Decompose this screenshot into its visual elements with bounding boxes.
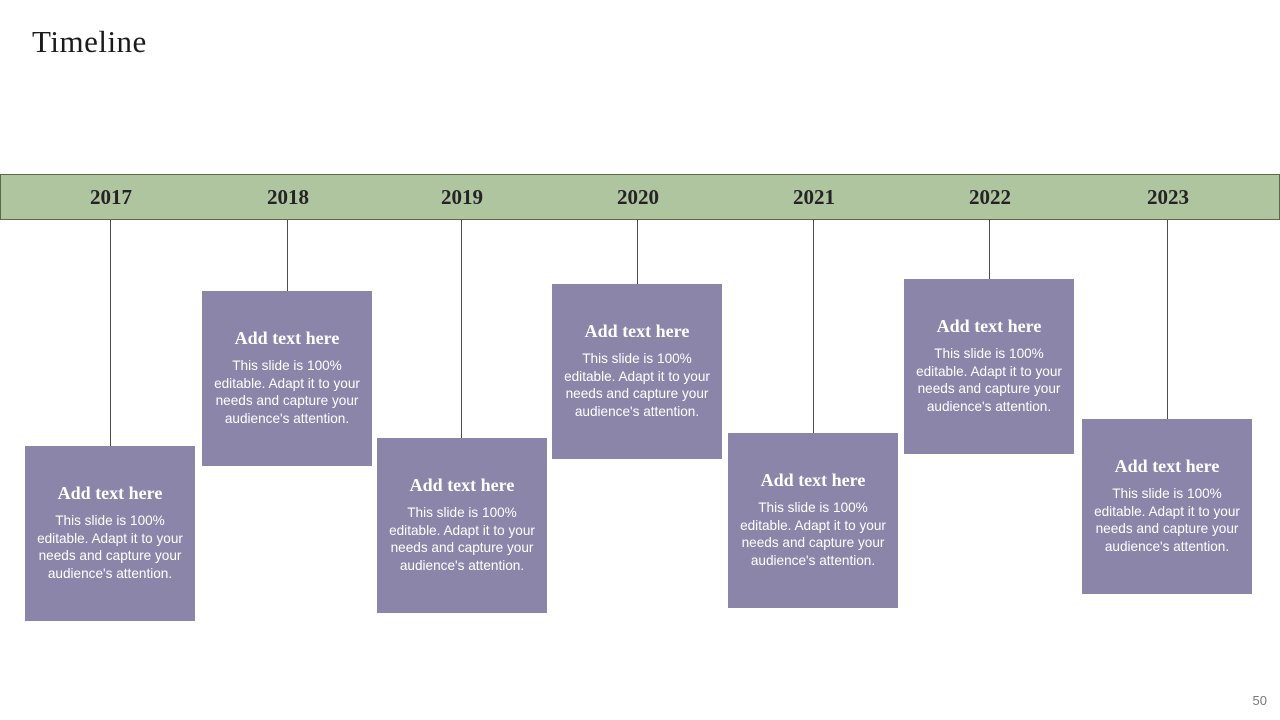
connector-line-2022 (989, 220, 990, 279)
card-heading: Add text here (1114, 456, 1220, 476)
timeline-card-2018: Add text here This slide is 100% editabl… (202, 291, 372, 466)
year-label-2017: 2017 (90, 185, 132, 209)
timeline-bar: 2017 2018 2019 2020 2021 2022 2023 (0, 174, 1280, 220)
card-body: This slide is 100% editable. Adapt it to… (1094, 486, 1240, 554)
card-body: This slide is 100% editable. Adapt it to… (916, 346, 1062, 414)
card-heading: Add text here (936, 316, 1042, 336)
year-label-2022: 2022 (969, 185, 1011, 209)
year-label-2023: 2023 (1147, 185, 1189, 209)
connector-line-2021 (813, 220, 814, 433)
year-label-2021: 2021 (793, 185, 835, 209)
card-heading: Add text here (57, 483, 163, 503)
year-label-2019: 2019 (441, 185, 483, 209)
card-body: This slide is 100% editable. Adapt it to… (564, 351, 710, 419)
timeline-card-2023: Add text here This slide is 100% editabl… (1082, 419, 1252, 594)
timeline-card-2017: Add text here This slide is 100% editabl… (25, 446, 195, 621)
year-label-2020: 2020 (617, 185, 659, 209)
card-body: This slide is 100% editable. Adapt it to… (389, 505, 535, 573)
timeline-card-2019: Add text here This slide is 100% editabl… (377, 438, 547, 613)
connector-line-2019 (461, 220, 462, 438)
card-body: This slide is 100% editable. Adapt it to… (37, 513, 183, 581)
page-number: 50 (1252, 693, 1267, 708)
timeline-card-2020: Add text here This slide is 100% editabl… (552, 284, 722, 459)
card-heading: Add text here (409, 475, 515, 495)
timeline-card-2021: Add text here This slide is 100% editabl… (728, 433, 898, 608)
year-label-2018: 2018 (267, 185, 309, 209)
connector-line-2023 (1167, 220, 1168, 419)
card-body: This slide is 100% editable. Adapt it to… (214, 358, 360, 426)
connector-line-2020 (637, 220, 638, 284)
connector-line-2018 (287, 220, 288, 291)
card-body: This slide is 100% editable. Adapt it to… (740, 500, 886, 568)
slide-title: Timeline (32, 24, 147, 59)
card-heading: Add text here (584, 321, 690, 341)
card-heading: Add text here (760, 470, 866, 490)
connector-line-2017 (110, 220, 111, 446)
card-heading: Add text here (234, 328, 340, 348)
timeline-card-2022: Add text here This slide is 100% editabl… (904, 279, 1074, 454)
